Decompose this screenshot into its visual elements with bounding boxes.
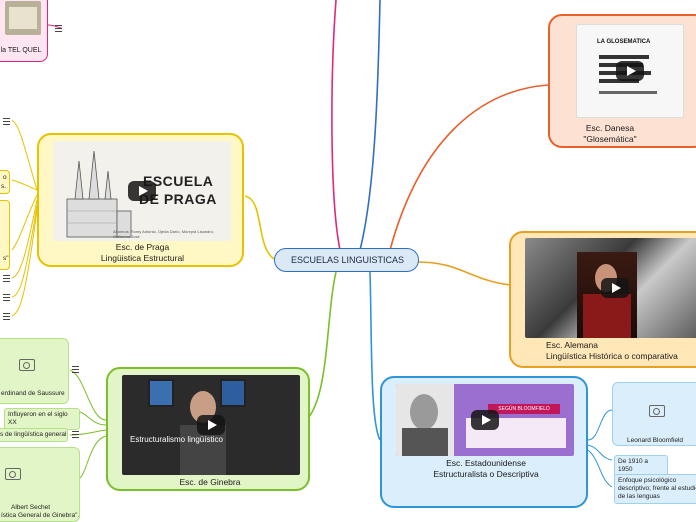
play-icon[interactable] xyxy=(128,181,156,201)
menu-icon[interactable] xyxy=(3,118,10,125)
danesa-video-thumbnail[interactable]: LA GLOSEMATICA xyxy=(576,24,684,118)
sechet-text-2: ística General de Ginebra". xyxy=(1,512,80,519)
praga-thumb-caption: Alumnos: Romy Antonio, Ojeda Darío, More… xyxy=(113,229,214,239)
danesa-label-1: Esc. Danesa xyxy=(585,123,635,133)
ginebra-child-sechet[interactable]: Albert Sechet ística General de Ginebra"… xyxy=(0,447,80,522)
link-praga xyxy=(244,195,277,261)
praga-thumb-title-1: ESCUELA xyxy=(143,173,214,189)
link-alemana xyxy=(417,261,511,286)
sechet-text-1: Albert Sechet xyxy=(11,504,51,511)
node-escuela-alemana[interactable]: Esc. Alemana Lingüística Histórica o com… xyxy=(509,231,696,368)
praga-video-thumbnail[interactable]: ESCUELA DE PRAGA Alumnos: Romy Antonio, … xyxy=(53,141,231,241)
camera-icon xyxy=(5,468,21,480)
menu-icon[interactable] xyxy=(3,313,10,320)
painting-right xyxy=(220,379,246,407)
alemana-video-thumbnail[interactable] xyxy=(525,238,696,338)
play-icon[interactable] xyxy=(601,278,629,298)
node-escuela-danesa[interactable]: LA GLOSEMATICA Esc. Danesa "Glosemática" xyxy=(548,14,696,148)
praga-label-2: Lingüistica Estructural xyxy=(100,253,185,263)
estadounidense-child-years[interactable]: De 1910 a 1950 xyxy=(614,455,668,477)
alemana-label-1: Esc. Alemana xyxy=(546,340,598,350)
tel-quel-thumbnail xyxy=(5,1,41,35)
play-icon[interactable] xyxy=(616,61,644,81)
ginebra-label: Esc. de Ginebra xyxy=(179,477,241,487)
painting-left xyxy=(148,379,174,407)
saussure-text: erdinand de Saussure xyxy=(1,390,65,397)
ginebra-child-saussure[interactable]: erdinand de Saussure xyxy=(0,338,69,404)
ginebra-child-siglo[interactable]: Influyeron en el siglo XX xyxy=(4,408,80,430)
alemana-label-2: Lingüística Histórica o comparativa xyxy=(546,351,678,361)
praga-fragment-2-text: s. xyxy=(1,183,7,190)
play-icon[interactable] xyxy=(197,415,225,435)
estadounidense-label-1: Esc. Estadounidense xyxy=(446,458,526,468)
menu-icon[interactable] xyxy=(3,294,10,301)
praga-castle-illustration xyxy=(66,150,132,238)
danesa-label-2: "Glosemática" xyxy=(583,134,637,144)
node-tel-quel[interactable]: la TEL QUEL xyxy=(0,0,48,62)
tel-quel-label: la TEL QUEL xyxy=(0,47,42,54)
menu-icon[interactable] xyxy=(55,25,62,32)
bloomfield-text: Leonard Bloomfield xyxy=(627,437,684,444)
praga-child-fragment-2[interactable]: s" xyxy=(0,200,10,270)
estadounidense-child-bloomfield[interactable]: Leonard Bloomfield xyxy=(612,382,696,446)
central-topic[interactable]: ESCUELAS LINGUISTICAS xyxy=(274,248,419,272)
menu-icon[interactable] xyxy=(72,431,79,438)
praga-fragment-1-text: o xyxy=(3,174,7,181)
ginebra-child-curso[interactable]: s de lingüística general xyxy=(0,428,68,442)
estadounidense-thumb-title: SEGÚN BLOOMFIELD xyxy=(488,404,560,414)
estadounidense-video-thumbnail[interactable]: SEGÚN BLOOMFIELD xyxy=(396,384,574,456)
danesa-thumb-title: LA GLOSEMATICA xyxy=(597,39,651,45)
ginebra-thumb-caption: Estructuralismo lingüístico xyxy=(130,435,223,444)
menu-icon[interactable] xyxy=(72,366,79,373)
estadounidense-label-2: Estructuralista o Descriptiva xyxy=(433,469,539,479)
link-top-magenta xyxy=(331,0,341,251)
bloomfield-portrait xyxy=(396,384,454,456)
play-icon[interactable] xyxy=(471,410,499,430)
link-top-blue xyxy=(359,0,381,251)
praga-child-fragment-1[interactable]: o s. xyxy=(0,170,10,194)
praga-fragment-3-text: s" xyxy=(3,255,9,262)
estadounidense-child-enfoque[interactable]: Enfoque psicológico descriptivo; frente … xyxy=(614,474,696,504)
node-escuela-ginebra[interactable]: Estructuralismo lingüístico Esc. de Gine… xyxy=(106,367,310,491)
node-escuela-praga[interactable]: ESCUELA DE PRAGA Alumnos: Romy Antonio, … xyxy=(37,133,244,267)
menu-icon[interactable] xyxy=(3,275,10,282)
central-topic-title: ESCUELAS LINGUISTICAS xyxy=(290,255,405,265)
camera-icon xyxy=(649,405,665,417)
node-escuela-estadounidense[interactable]: SEGÚN BLOOMFIELD Esc. Estadounidense Est… xyxy=(380,376,588,508)
link-danesa xyxy=(389,84,549,251)
praga-thumb-title-2: DE PRAGA xyxy=(139,191,217,207)
praga-label-1: Esc. de Praga xyxy=(115,242,170,252)
camera-icon xyxy=(19,359,35,371)
link-estadounidense xyxy=(369,271,381,441)
ginebra-video-thumbnail[interactable]: Estructuralismo lingüístico xyxy=(122,375,300,475)
